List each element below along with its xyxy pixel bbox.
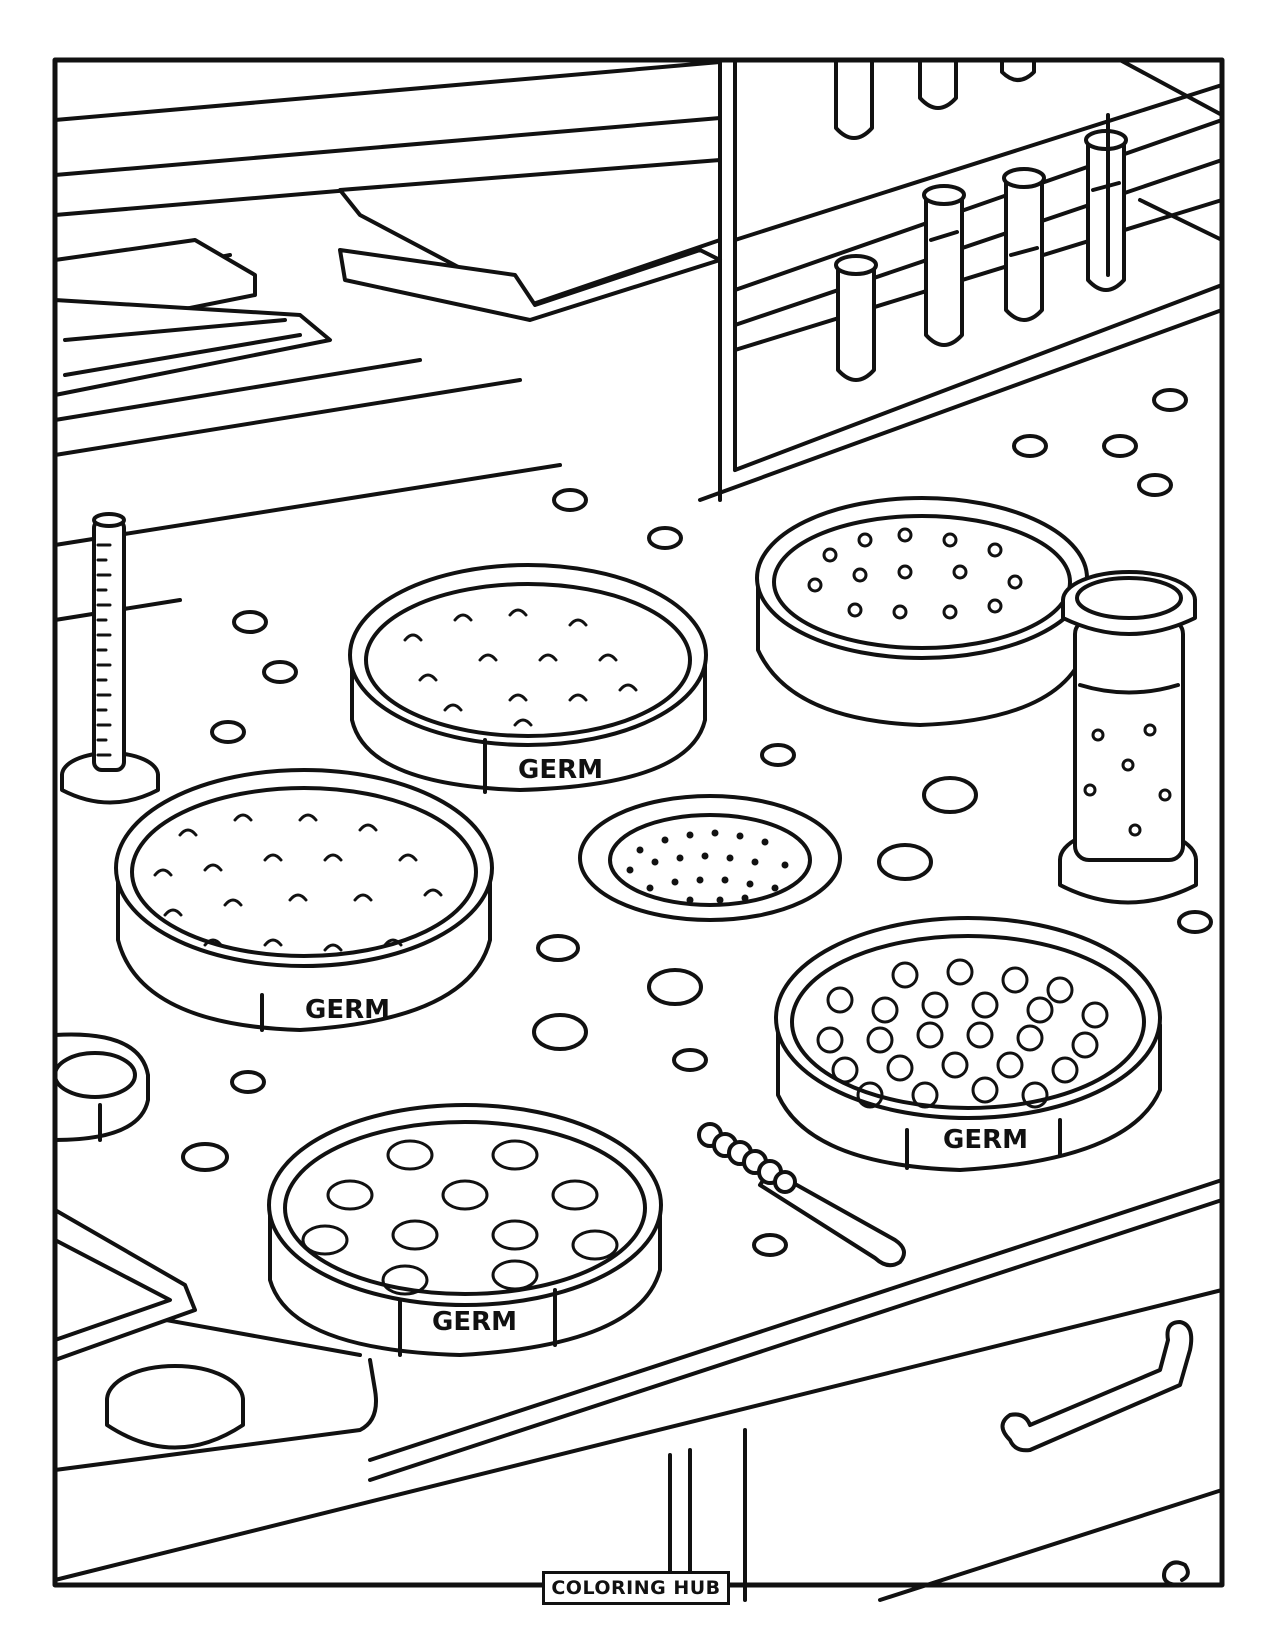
brand-text: COLORING HUB	[551, 1577, 721, 1599]
back-shelving	[53, 60, 722, 622]
specimen-jar	[1058, 570, 1198, 905]
petri-dish-small	[578, 794, 842, 922]
petri-dish-bottom: GERM	[267, 1103, 663, 1357]
partial-dish-left	[53, 1032, 150, 1142]
lab-table	[53, 1178, 1224, 1602]
dish-label: GERM	[432, 1307, 517, 1337]
dish-label: GERM	[305, 995, 390, 1025]
test-tube-rack	[698, 58, 1224, 502]
dish-label: GERM	[518, 755, 603, 785]
dropper-pipette	[697, 1122, 906, 1268]
petri-dish-top: GERM	[348, 563, 708, 794]
dish-label: GERM	[943, 1125, 1028, 1155]
petri-dish-left: GERM	[114, 768, 494, 1032]
graduated-cylinder	[60, 512, 160, 805]
petri-dish-lidded	[755, 496, 1089, 727]
petri-dish-right: GERM	[774, 916, 1162, 1172]
droplets	[181, 388, 1213, 1257]
brand-badge: COLORING HUB	[542, 1571, 730, 1605]
